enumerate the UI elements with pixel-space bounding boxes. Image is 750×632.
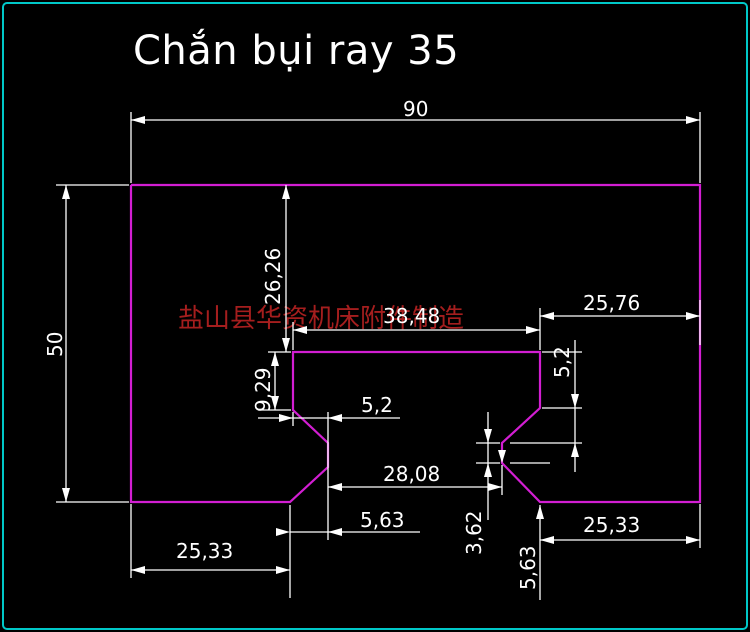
dim-slot-depth-left: 9,29 [251, 367, 275, 412]
dimension-arrows [62, 116, 700, 574]
dim-right-shoulder: 25,76 [583, 291, 640, 315]
dim-overall-height: 50 [43, 332, 67, 357]
dim-neck-width: 28,08 [383, 462, 440, 486]
dim-right-foot-height: 5,63 [516, 545, 540, 590]
dim-slot-top-width: 38,48 [383, 304, 440, 328]
dim-right-foot: 25,33 [583, 513, 640, 537]
part-outline [129, 183, 702, 504]
dim-bottom-bevel: 5,63 [360, 508, 405, 532]
watermark-text: 盐山县华资机床附件制造 [178, 304, 464, 334]
dim-neck-height: 3,62 [462, 510, 486, 555]
dim-slot-depth-right: 5,2 [550, 346, 574, 378]
dim-top-to-slot: 26,26 [261, 248, 285, 305]
drawing-title: Chắn bụi ray 35 [133, 28, 460, 74]
dim-left-foot: 25,33 [176, 539, 233, 563]
dim-bevel-width: 5,2 [361, 393, 393, 417]
dim-overall-width: 90 [403, 97, 428, 121]
